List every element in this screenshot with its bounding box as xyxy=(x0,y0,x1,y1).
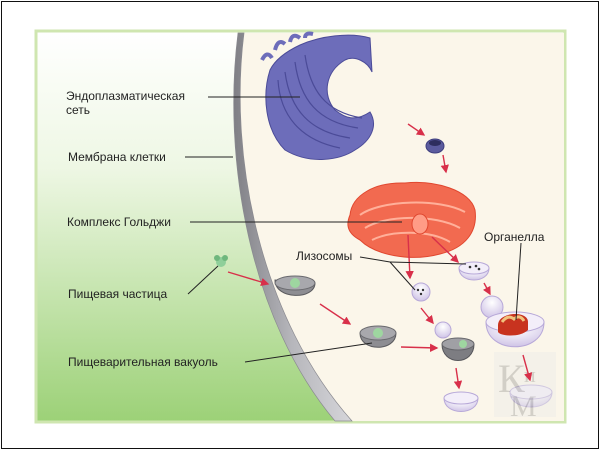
residual-body xyxy=(443,391,479,412)
phagocytic-pocket xyxy=(274,275,316,296)
label-endoplasmic-reticulum: Эндоплазматическая сеть xyxy=(66,89,185,117)
label-cell-membrane: Мембрана клетки xyxy=(68,150,166,164)
process-arrows xyxy=(227,123,533,390)
food-particle xyxy=(214,255,228,267)
label-digestive-vacuole: Пищеварительная вакуоль xyxy=(68,355,218,369)
endoplasmic-reticulum xyxy=(260,31,374,160)
lysosome-with-organelle xyxy=(480,295,545,348)
label-lysosomes: Лизосомы xyxy=(296,249,353,263)
fused-vacuole xyxy=(434,321,475,361)
svg-text:К: К xyxy=(498,356,525,401)
digestive-vacuole xyxy=(359,325,397,348)
golgi-complex xyxy=(347,181,476,258)
label-food-particle: Пищевая частица xyxy=(68,287,168,301)
residual-body xyxy=(509,384,553,408)
label-er-line1: Эндоплазматическая xyxy=(66,89,185,103)
lysosome xyxy=(458,261,490,281)
leader-lines xyxy=(185,96,522,363)
cell-membrane xyxy=(233,32,353,422)
transport-vesicle xyxy=(425,138,445,154)
label-er-line2: сеть xyxy=(66,103,91,117)
lysosome xyxy=(411,282,431,302)
label-golgi-complex: Комплекс Гольджи xyxy=(67,215,171,229)
svg-text:М: М xyxy=(510,390,537,423)
label-organelle: Органелла xyxy=(484,230,545,244)
